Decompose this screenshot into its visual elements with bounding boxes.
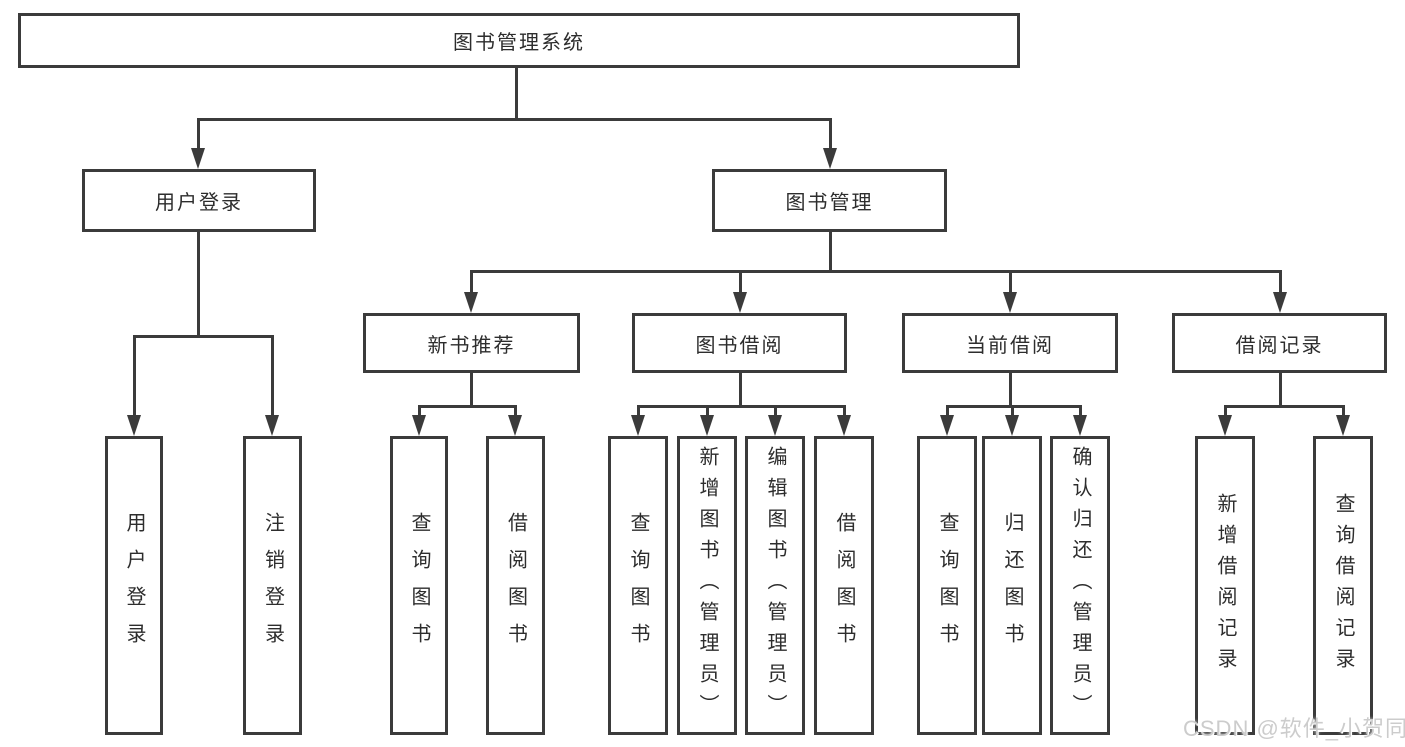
arrowhead (191, 148, 205, 169)
leaf-user-login-label: 用户登录 (123, 511, 145, 660)
leaf-edit-books-admin: 编辑图书（管理员） (745, 436, 805, 735)
leaf-edit-books-admin-label: 编辑图书（管理员） (764, 446, 786, 725)
node-book-borrowing: 图书借阅 (632, 313, 847, 373)
node-new-book-recommend: 新书推荐 (363, 313, 580, 373)
leaf-user-login: 用户登录 (105, 436, 163, 735)
connector-line (1342, 405, 1345, 417)
connector-line (637, 405, 640, 417)
connector-line (1224, 405, 1227, 417)
node-current-borrowing-label: 当前借阅 (966, 334, 1054, 357)
connector-line (470, 270, 473, 293)
arrowhead (127, 415, 141, 436)
leaf-borrow-borrow-books-label: 借阅图书 (833, 511, 855, 660)
connector-line (1011, 405, 1014, 417)
connector-line (946, 405, 949, 417)
connector-line (514, 405, 517, 417)
leaf-add-books-admin-label: 新增图书（管理员） (696, 446, 718, 725)
arrowhead (1218, 415, 1232, 436)
connector-line (197, 118, 200, 150)
connector-line (133, 335, 273, 338)
connector-line (1279, 373, 1282, 405)
node-borrow-records-label: 借阅记录 (1235, 334, 1324, 357)
leaf-newbook-query-books: 查询图书 (390, 436, 448, 735)
node-user-login-label: 用户登录 (155, 192, 243, 214)
connector-line (637, 405, 845, 408)
connector-line (946, 405, 1081, 408)
arrowhead (1273, 292, 1287, 313)
leaf-borrow-query-books-label: 查询图书 (627, 511, 649, 660)
arrowhead (733, 292, 747, 313)
connector-line (515, 68, 518, 118)
connector-line (1079, 405, 1082, 417)
watermark: CSDN @软件_小贺同学 (1183, 716, 1405, 741)
leaf-add-borrow-record: 新增借阅记录 (1195, 436, 1255, 735)
node-library-system-label: 图书管理系统 (453, 32, 585, 54)
arrowhead (508, 415, 522, 436)
leaf-return-books: 归还图书 (982, 436, 1042, 735)
node-library-system: 图书管理系统 (18, 13, 1020, 68)
leaf-add-books-admin: 新增图书（管理员） (677, 436, 737, 735)
leaf-borrow-query-books: 查询图书 (608, 436, 668, 735)
node-user-login: 用户登录 (82, 169, 316, 232)
arrowhead (265, 415, 279, 436)
leaf-current-query-books: 查询图书 (917, 436, 977, 735)
leaf-logout: 注销登录 (243, 436, 302, 735)
leaf-return-books-label: 归还图书 (1001, 511, 1023, 660)
connector-line (418, 405, 421, 417)
arrowhead (940, 415, 954, 436)
node-borrow-records: 借阅记录 (1172, 313, 1387, 373)
connector-line (470, 270, 1281, 273)
connector-line (197, 118, 831, 121)
connector-line (739, 373, 742, 405)
leaf-logout-label: 注销登录 (261, 511, 284, 660)
arrowhead (1005, 415, 1019, 436)
connector-line (739, 270, 742, 293)
arrowhead (412, 415, 426, 436)
arrowhead (464, 292, 478, 313)
connector-line (829, 118, 832, 150)
node-new-book-recommend-label: 新书推荐 (427, 334, 516, 357)
connector-line (133, 335, 136, 416)
connector-line (197, 232, 200, 336)
node-current-borrowing: 当前借阅 (902, 313, 1118, 373)
leaf-query-borrow-record: 查询借阅记录 (1313, 436, 1373, 735)
arrowhead (768, 415, 782, 436)
connector-line (1224, 405, 1344, 408)
leaf-confirm-return-admin-label: 确认归还（管理员） (1069, 446, 1091, 725)
node-book-borrowing-label: 图书借阅 (695, 334, 784, 357)
leaf-newbook-borrow-books-label: 借阅图书 (504, 511, 527, 660)
node-book-management: 图书管理 (712, 169, 947, 232)
connector-line (1009, 373, 1012, 405)
arrowhead (823, 148, 837, 169)
leaf-confirm-return-admin: 确认归还（管理员） (1050, 436, 1110, 735)
leaf-borrow-borrow-books: 借阅图书 (814, 436, 874, 735)
node-book-management-label: 图书管理 (785, 192, 874, 214)
arrowhead (1336, 415, 1350, 436)
arrowhead (1003, 292, 1017, 313)
connector-line (774, 405, 777, 417)
arrowhead (837, 415, 851, 436)
leaf-current-query-books-label: 查询图书 (936, 511, 958, 660)
connector-line (1009, 270, 1012, 293)
arrowhead (1073, 415, 1087, 436)
connector-line (843, 405, 846, 417)
arrowhead (700, 415, 714, 436)
connector-line (470, 373, 473, 405)
arrowhead (631, 415, 645, 436)
leaf-newbook-query-books-label: 查询图书 (408, 511, 430, 660)
connector-line (706, 405, 709, 417)
connector-line (418, 405, 517, 408)
leaf-newbook-borrow-books: 借阅图书 (486, 436, 545, 735)
leaf-add-borrow-record-label: 新增借阅记录 (1214, 492, 1236, 679)
leaf-query-borrow-record-label: 查询借阅记录 (1332, 492, 1354, 679)
connector-line (1279, 270, 1282, 293)
connector-line (829, 232, 832, 271)
connector-line (271, 335, 274, 416)
